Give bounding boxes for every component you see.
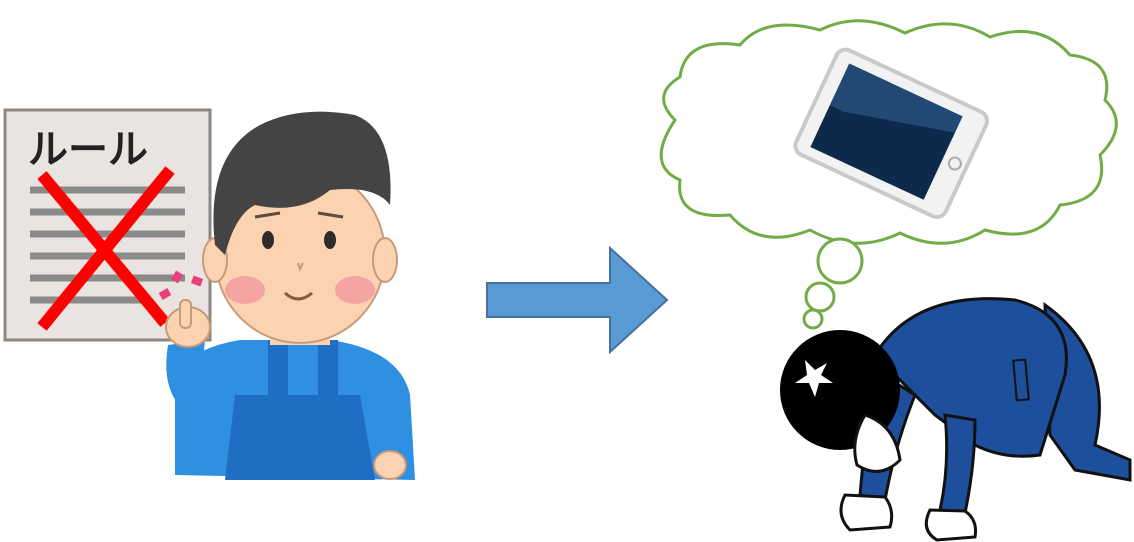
man-ignoring-rules-illustration: ルール (0, 95, 430, 490)
kneeling-man-illustration (645, 15, 1134, 542)
kneeling-man-icon (780, 299, 1130, 540)
right-arrow-icon (485, 245, 670, 355)
rules-sheet-title: ルール (28, 127, 148, 173)
